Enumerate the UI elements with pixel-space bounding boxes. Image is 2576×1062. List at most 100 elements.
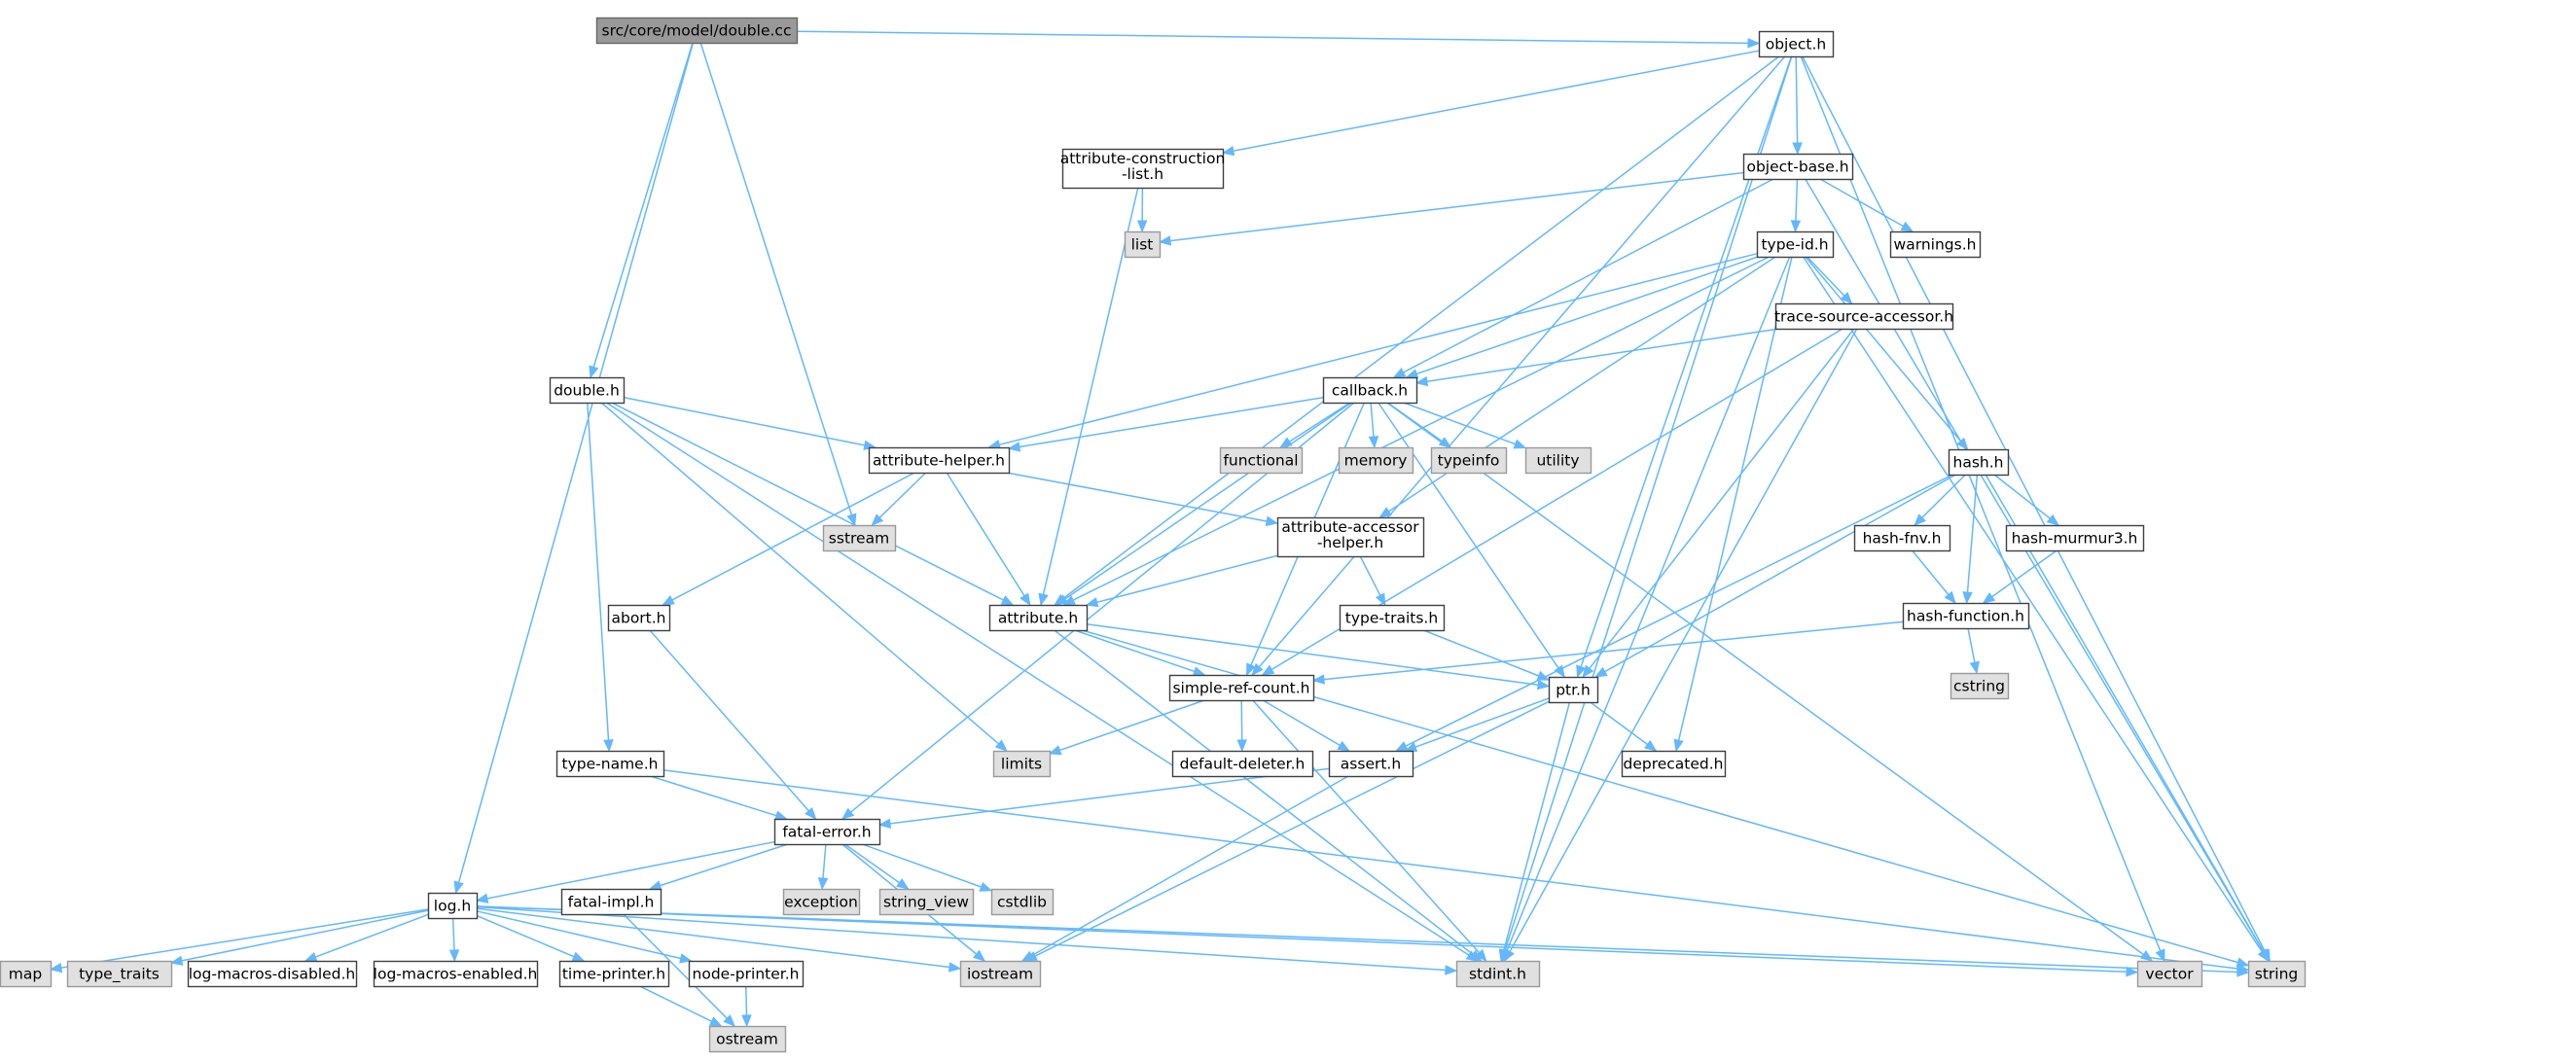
- edge-callback-h-to-memory: [1368, 402, 1379, 449]
- node-label: ostream: [716, 1031, 778, 1048]
- node-hash-h[interactable]: hash.h: [1948, 448, 2010, 477]
- edge-double-cc-to-object-h: [796, 30, 1761, 49]
- node-box: [708, 1025, 787, 1053]
- node-vector: vector: [2136, 960, 2203, 988]
- node-box: [1328, 750, 1414, 778]
- edge-type-id-h-to-hash-h: [1805, 256, 1969, 451]
- node-box: [1853, 524, 1951, 552]
- node-attribute-h[interactable]: attribute.h: [988, 604, 1089, 632]
- edge-ptr-h-to-deprecated-h: [1590, 701, 1658, 752]
- edge-hash-function-h-to-cstring: [1967, 627, 1980, 675]
- edge-type-id-h-to-trace-source-accessor-h: [1806, 256, 1853, 304]
- edge-log-h-to-map: [49, 908, 429, 974]
- node-double-h[interactable]: double.h: [549, 376, 626, 405]
- edge-attribute-construction-list-h-to-list: [1136, 187, 1148, 233]
- node-box: [1061, 148, 1225, 190]
- node-label: cstring: [1953, 678, 2005, 695]
- node-fatal-impl-h[interactable]: fatal-impl.h: [560, 888, 662, 916]
- edge-simple-ref-count-h-to-stdint-h: [1252, 699, 1487, 962]
- node-box: [878, 888, 975, 916]
- node-attribute-construction-list-h[interactable]: attribute-construction-list.h: [1060, 148, 1226, 190]
- node-hash-function-h[interactable]: hash-function.h: [1902, 602, 2030, 630]
- node-log-macros-enabled-h[interactable]: log-macros-enabled.h: [374, 960, 539, 988]
- node-label: string: [2255, 966, 2299, 983]
- node-simple-ref-count-h[interactable]: simple-ref-count.h: [1168, 674, 1315, 702]
- node-type-traits-h[interactable]: type-traits.h: [1339, 604, 1446, 632]
- edge-hash-h-to-hash-function-h: [1962, 474, 1979, 605]
- node-box: [1548, 676, 1599, 704]
- edge-abort-h-to-fatal-error-h: [649, 629, 817, 820]
- node-warnings-h[interactable]: warnings.h: [1889, 230, 1982, 259]
- node-assert-h[interactable]: assert.h: [1328, 750, 1414, 778]
- edge-log-h-to-string: [476, 905, 2250, 977]
- edge-type-id-h-to-string: [1802, 256, 2270, 963]
- node-label: attribute-accessor-helper.h: [1281, 518, 1419, 551]
- edge-log-h-to-node-printer-h: [476, 910, 693, 964]
- edge-type-id-h-to-callback-h: [1405, 256, 1759, 379]
- node-deprecated-h[interactable]: deprecated.h: [1621, 750, 1727, 778]
- node-box: [1524, 446, 1592, 475]
- node-label: attribute.h: [998, 610, 1078, 627]
- node-abort-h[interactable]: abort.h: [607, 604, 671, 632]
- node-time-printer-h[interactable]: time-printer.h: [558, 960, 670, 988]
- node-label: log-macros-disabled.h: [189, 966, 356, 983]
- node-label: hash-function.h: [1907, 608, 2024, 625]
- edge-fatal-error-h-to-fatal-impl-h: [648, 843, 789, 891]
- node-label: map: [9, 966, 42, 983]
- node-box: [1948, 448, 2010, 477]
- node-ptr-h[interactable]: ptr.h: [1548, 676, 1599, 704]
- edge-double-cc-to-sstream: [699, 42, 857, 527]
- node-box: [1338, 446, 1414, 475]
- node-object-base-h[interactable]: object-base.h: [1742, 153, 1854, 181]
- edge-attribute-accessor-helper-h-to-attribute-h: [1085, 554, 1278, 608]
- node-box: [988, 604, 1089, 632]
- edge-attribute-helper-h-to-attribute-accessor-helper-h: [1006, 472, 1279, 527]
- node-log-h[interactable]: log.h: [427, 892, 479, 920]
- node-object-h[interactable]: object.h: [1758, 30, 1835, 58]
- edge-attribute-construction-list-h-to-attribute-h: [1038, 187, 1139, 607]
- edge-fatal-error-h-to-exception: [817, 843, 829, 891]
- node-attribute-accessor-helper-h[interactable]: attribute-accessor-helper.h: [1276, 516, 1425, 558]
- edge-fatal-impl-h-to-ostream: [623, 913, 736, 1027]
- edge-ptr-h-to-stdint-h: [1498, 701, 1571, 963]
- node-type-name-h[interactable]: type-name.h: [555, 750, 665, 778]
- node-node-printer-h[interactable]: node-printer.h: [688, 960, 805, 988]
- node-label: typeinfo: [1438, 452, 1500, 470]
- node-memory: memory: [1338, 446, 1414, 475]
- node-default-deleter-h[interactable]: default-deleter.h: [1171, 750, 1314, 778]
- node-callback-h[interactable]: callback.h: [1322, 376, 1418, 405]
- node-type-id-h[interactable]: type-id.h: [1756, 230, 1835, 259]
- edge-simple-ref-count-h-to-default-deleter-h: [1236, 699, 1247, 753]
- node-box: [1756, 230, 1835, 259]
- edge-double-h-to-attribute-h: [611, 402, 1015, 606]
- node-trace-source-accessor-h[interactable]: trace-source-accessor.h: [1774, 302, 1954, 331]
- node-label: src/core/model/double.cc: [602, 22, 792, 40]
- node-list: list: [1124, 230, 1162, 259]
- node-hash-murmur3-h[interactable]: hash-murmur3.h: [2005, 524, 2145, 552]
- node-label: hash-murmur3.h: [2012, 530, 2138, 548]
- node-box: [688, 960, 805, 988]
- node-box: [549, 376, 626, 405]
- edge-simple-ref-count-h-to-assert-h: [1262, 699, 1350, 752]
- node-stdint-h: stdint.h: [1455, 960, 1541, 988]
- node-box: [990, 888, 1055, 916]
- node-limits: limits: [992, 750, 1052, 778]
- node-box: [1889, 230, 1982, 259]
- node-log-macros-disabled-h[interactable]: log-macros-disabled.h: [187, 960, 358, 988]
- node-hash-fnv-h[interactable]: hash-fnv.h: [1853, 524, 1951, 552]
- edge-object-base-h-to-list: [1158, 171, 1744, 246]
- node-fatal-error-h[interactable]: fatal-error.h: [773, 818, 881, 846]
- edge-callback-h-to-functional: [1279, 402, 1351, 448]
- node-box: [607, 604, 671, 632]
- edge-hash-fnv-h-to-hash-function-h: [1912, 549, 1956, 605]
- edge-time-printer-h-to-ostream: [639, 985, 723, 1027]
- edge-simple-ref-count-h-to-limits: [1048, 699, 1205, 756]
- edge-trace-source-accessor-h-to-ptr-h: [1582, 328, 1855, 679]
- node-box: [1430, 446, 1508, 475]
- node-cstring: cstring: [1950, 672, 2010, 700]
- node-ostream: ostream: [708, 1025, 787, 1053]
- edge-hash-function-h-to-simple-ref-count-h: [1311, 620, 1904, 685]
- edge-trace-source-accessor-h-to-stdint-h: [1504, 328, 1858, 963]
- node-box: [1621, 750, 1727, 778]
- node-attribute-helper-h[interactable]: attribute-helper.h: [868, 446, 1011, 475]
